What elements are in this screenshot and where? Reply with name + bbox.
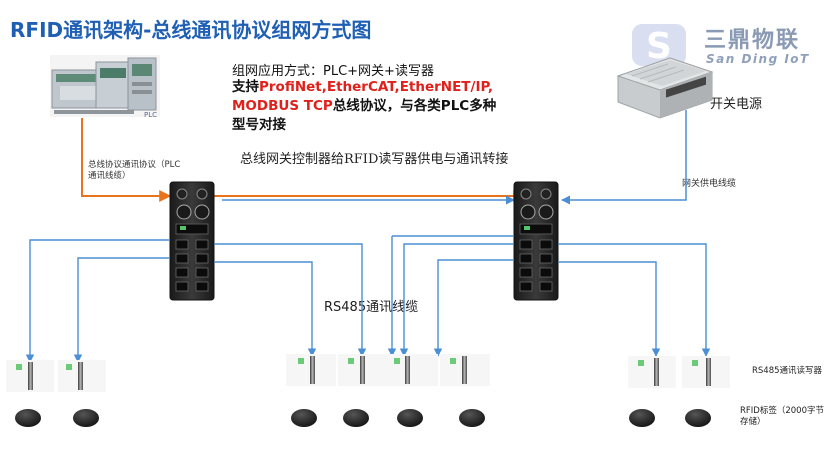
gateway-controller-2 xyxy=(513,181,559,301)
rs485-cable-label: RS485通讯线缆 xyxy=(324,300,419,315)
rfid-tags xyxy=(15,409,711,427)
psu-power-line xyxy=(222,110,687,205)
rfid-reader xyxy=(440,354,490,386)
brand-name-en: San Ding IoT xyxy=(706,52,810,66)
rfid-tag xyxy=(685,409,711,427)
rfid-tag xyxy=(343,409,369,427)
rs485-lines-gateway-1 xyxy=(25,239,367,363)
rfid-reader xyxy=(388,354,438,386)
brand-logo-icon: S xyxy=(632,24,686,67)
tag-label: RFID标签（2000字节存储） xyxy=(740,406,824,427)
protocols-line2-rest: 总线协议，与各类PLC多种 xyxy=(332,98,497,114)
title-dash: - xyxy=(143,18,152,42)
protocols-line3: 型号对接 xyxy=(232,117,286,133)
psu-cable-label: 网关供电线缆 xyxy=(682,179,737,189)
networking-mode-text: 组网应用方式：PLC+网关+读写器 xyxy=(232,64,434,79)
rfid-tag xyxy=(15,409,41,427)
protocol-support-text: 支持ProfiNet,EtherCAT,EtherNET/IP, MODBUS … xyxy=(232,78,532,135)
rs485-lines-gateway-2 xyxy=(387,235,711,357)
psu-label: 开关电源 xyxy=(710,97,763,112)
rfid-reader xyxy=(286,354,336,386)
rfid-reader xyxy=(338,354,388,386)
protocols-prefix: 支持 xyxy=(232,79,259,95)
plc-device: PLC xyxy=(50,55,160,119)
protocols-line2-red: MODBUS TCP xyxy=(232,98,333,114)
plc-label: PLC xyxy=(144,111,157,119)
rfid-tag xyxy=(73,409,99,427)
power-supply xyxy=(616,57,714,119)
reader-label: RS485通讯读写器 xyxy=(752,366,823,376)
plc-bus-line xyxy=(81,118,526,202)
page-title: RFID通讯架构-总线通讯协议组网方式图 xyxy=(10,14,371,43)
rfid-reader xyxy=(682,356,730,388)
title-main: RFID通讯架构 xyxy=(10,18,144,42)
rfid-tag xyxy=(291,409,317,427)
rfid-reader xyxy=(58,360,106,392)
gateway-controller-1 xyxy=(169,181,215,301)
rfid-reader xyxy=(628,356,676,388)
plc-cable-label: 总线协议通讯协议（PLC通讯线缆） xyxy=(88,160,181,181)
rfid-tag xyxy=(459,409,485,427)
rfid-tag xyxy=(397,409,423,427)
brand-name-cn: 三鼎物联 xyxy=(704,28,801,53)
rfid-readers xyxy=(6,354,730,392)
gateway-note: 总线网关控制器给RFID读写器供电与通讯转接 xyxy=(240,152,509,167)
rfid-tag xyxy=(629,409,655,427)
protocols-line1: ProfiNet,EtherCAT,EtherNET/IP, xyxy=(259,79,494,95)
rfid-reader xyxy=(6,360,54,392)
title-sub: 总线通讯协议组网方式图 xyxy=(151,18,372,42)
